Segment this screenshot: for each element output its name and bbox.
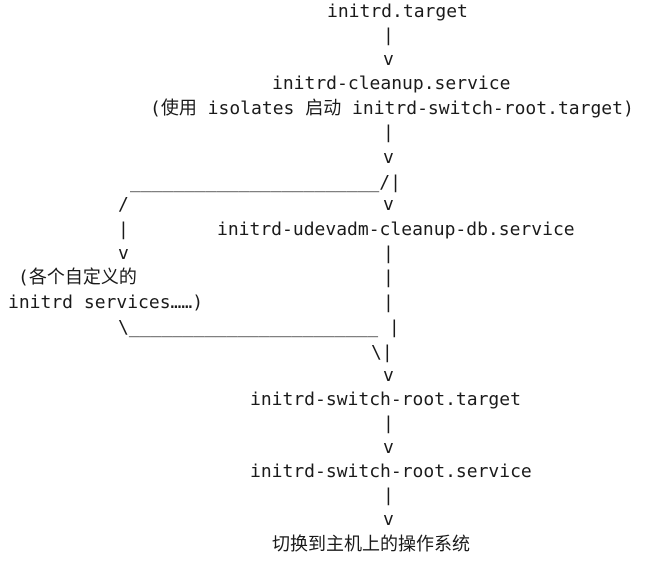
note-cleanup-isolates: (使用 isolates 启动 initrd-switch-root.targe… <box>150 98 634 119</box>
connector-pipe: | <box>383 243 394 264</box>
node-initrd-switch-root-target: initrd-switch-root.target <box>250 389 521 410</box>
node-custom-services-line-1: (各个自定义的 <box>18 267 137 288</box>
connector-pipe: | <box>383 413 394 434</box>
connector-pipe: | <box>383 267 394 288</box>
node-initrd-udevadm-cleanup-db: initrd-udevadm-cleanup-db.service <box>217 219 575 240</box>
connector-pipe: | <box>118 219 129 240</box>
node-custom-services-line-2: initrd services……) <box>8 292 204 313</box>
connector-slash: / <box>118 194 129 215</box>
connector-pipe: | <box>383 485 394 506</box>
connector-branch-out: _______________________/| <box>130 172 401 193</box>
connector-pipe: | <box>383 292 394 313</box>
node-initrd-target: initrd.target <box>327 1 468 22</box>
node-initrd-cleanup-service: initrd-cleanup.service <box>272 73 511 94</box>
connector-arrow: v <box>383 509 394 530</box>
connector-arrow: v <box>383 365 394 386</box>
connector-arrow: v <box>383 147 394 168</box>
connector-arrow: v <box>383 49 394 70</box>
connector-arrow: v <box>383 437 394 458</box>
connector-arrow: v <box>383 194 394 215</box>
connector-merge: \| <box>371 342 393 363</box>
connector-pipe: | <box>383 122 394 143</box>
node-switch-to-host-os: 切换到主机上的操作系统 <box>272 534 470 555</box>
connector-branch-in: \_______________________ | <box>118 317 400 338</box>
node-initrd-switch-root-service: initrd-switch-root.service <box>250 461 532 482</box>
connector-pipe: | <box>383 25 394 46</box>
connector-arrow: v <box>118 243 129 264</box>
